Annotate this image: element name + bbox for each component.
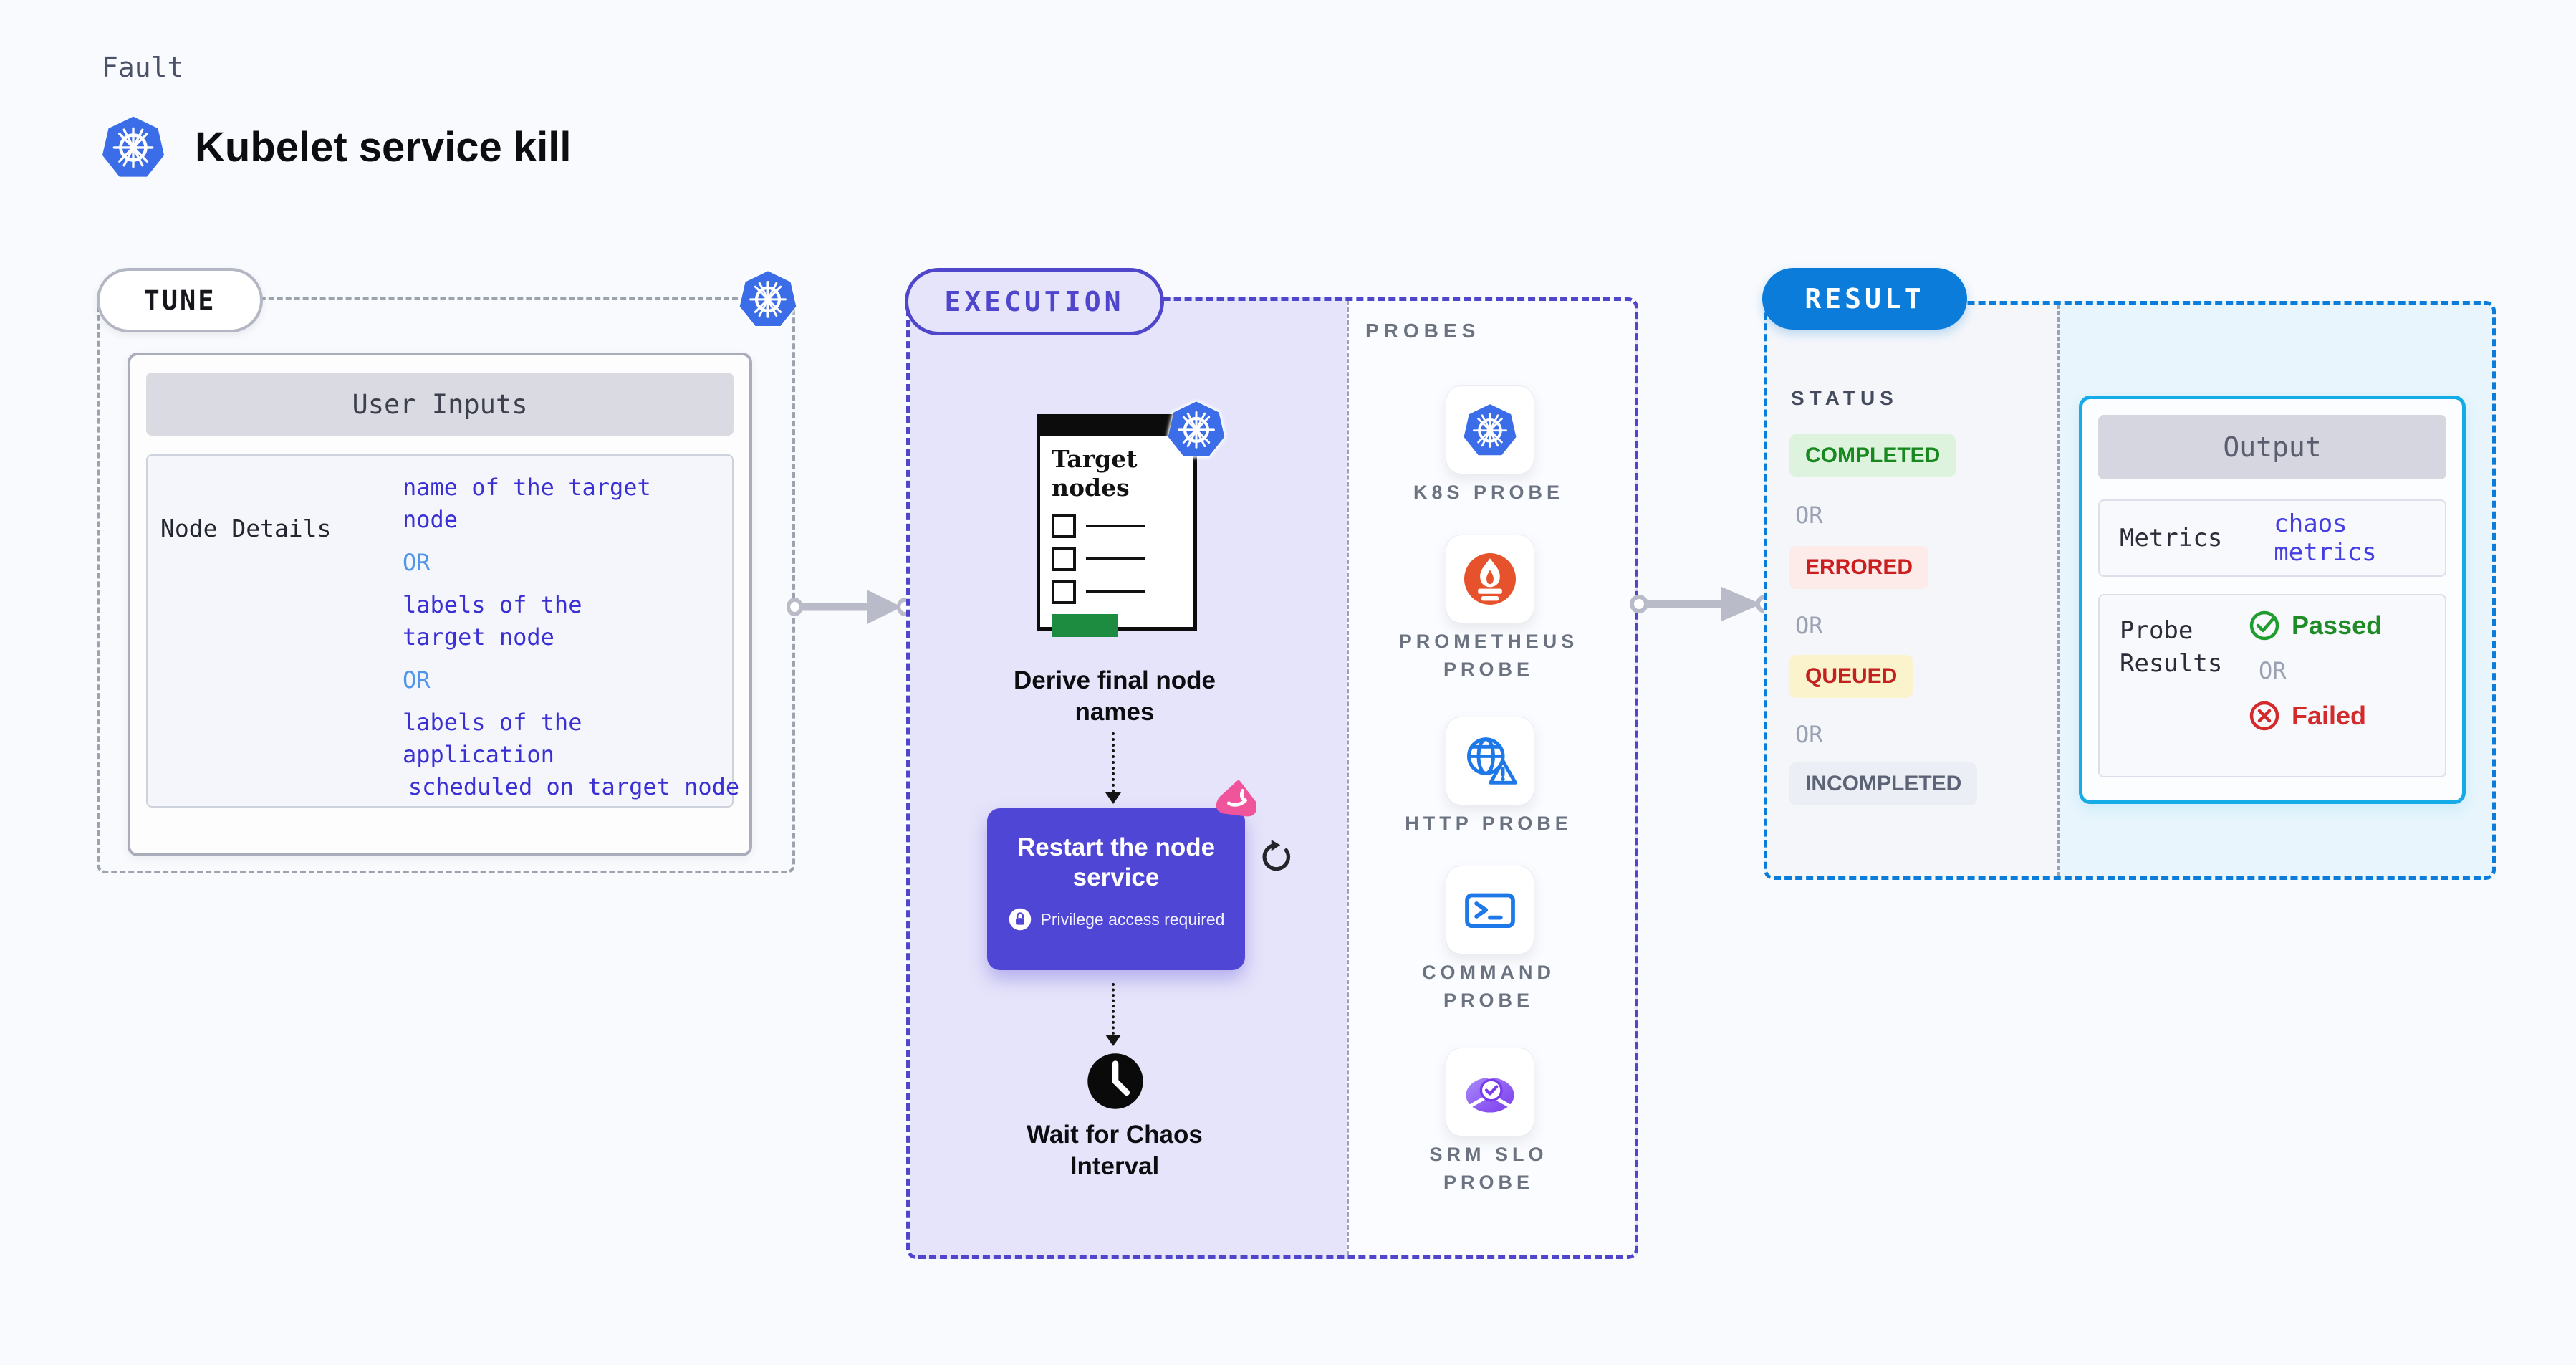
dotted-connector (1105, 983, 1121, 1046)
value-line: target node (403, 623, 554, 651)
probe-results-label: Probe Results (2120, 616, 2223, 678)
node-list-item (1052, 547, 1193, 571)
status-heading: STATUS (1791, 387, 1898, 409)
probe-card-prometheus (1446, 535, 1534, 623)
failed-row: Failed (2249, 700, 2382, 732)
flow-arrow (1630, 579, 1773, 629)
status-badge-queued: QUEUED (1789, 655, 1913, 698)
line-placeholder (1086, 525, 1145, 527)
wait-interval-label: Wait for Chaos Interval (1027, 1121, 1203, 1180)
node-list-item (1052, 514, 1193, 538)
failed-label: Failed (2292, 701, 2367, 730)
http-probe-icon (1461, 732, 1519, 790)
srm-slo-probe-icon (1460, 1062, 1520, 1122)
metrics-value: chaos metrics (2274, 509, 2377, 567)
status-badge-completed: COMPLETED (1789, 434, 1956, 477)
litmus-chaos-icon (1215, 780, 1256, 821)
checkbox-icon (1052, 580, 1076, 604)
prometheus-icon (1461, 550, 1519, 608)
output-header: Output (2098, 415, 2446, 479)
probe-card-http (1446, 717, 1534, 805)
kubernetes-icon (1166, 398, 1226, 460)
cross-circle-icon (2249, 700, 2280, 732)
or-separator: OR (403, 549, 431, 576)
restart-service-card: Restart the node service Privilege acces… (987, 808, 1245, 970)
line-placeholder (1086, 557, 1145, 560)
dotted-connector (1105, 732, 1121, 804)
value-line: labels of the (403, 591, 582, 618)
target-nodes-title: Target nodes (1052, 445, 1138, 502)
tune-pill: TUNE (97, 268, 263, 332)
value-line: scheduled on target node (408, 773, 740, 800)
probe-results-row: Probe Results Passed OR Failed (2098, 594, 2446, 777)
result-divider (2057, 305, 2060, 876)
probe-card-srm-slo (1446, 1048, 1534, 1136)
user-inputs-body: Node Details name of the target node OR … (146, 454, 739, 808)
probe-label: PROMETHEUS PROBE (1398, 631, 1579, 680)
or-separator: OR (1795, 721, 1823, 748)
probe-label: SRM SLO PROBE (1429, 1144, 1548, 1193)
node-list-item (1052, 580, 1193, 604)
passed-row: Passed (2249, 610, 2382, 641)
card-titlebar (1040, 418, 1193, 436)
derive-nodes-label: Derive final node names (1013, 666, 1216, 726)
target-nodes-card: Target nodes (1037, 414, 1197, 637)
passed-label: Passed (2292, 610, 2383, 640)
probe-card-command (1446, 866, 1534, 954)
node-details-label: Node Details (160, 514, 332, 542)
probe-label: HTTP PROBE (1405, 813, 1572, 834)
or-separator: OR (2259, 657, 2287, 684)
page-title: Kubelet service kill (195, 124, 572, 171)
probe-label: COMMAND PROBE (1422, 962, 1555, 1011)
kubernetes-icon (738, 268, 798, 330)
probes-heading: PROBES (1365, 320, 1481, 342)
privilege-label: Privilege access required (1040, 909, 1225, 929)
clock-icon (1085, 1050, 1146, 1112)
probes-divider (1347, 301, 1349, 1255)
or-separator: OR (1795, 612, 1823, 639)
checkbox-icon (1052, 514, 1076, 538)
kubernetes-icon (1462, 401, 1518, 459)
kubernetes-icon (100, 113, 166, 181)
line-placeholder (1086, 590, 1145, 593)
value-line: labels of the application (403, 709, 582, 768)
user-inputs-card: User Inputs Node Details name of the tar… (128, 353, 752, 856)
checkbox-icon (1052, 547, 1076, 571)
metrics-label: Metrics (2120, 524, 2223, 552)
metrics-row: Metrics chaos metrics (2098, 499, 2446, 577)
command-probe-icon (1461, 881, 1519, 939)
or-separator: OR (403, 666, 431, 694)
retry-loop-icon (1258, 838, 1295, 876)
check-circle-icon (2249, 610, 2280, 641)
or-separator: OR (1795, 502, 1823, 529)
progress-bar (1052, 614, 1118, 637)
task-title: Restart the node service (1017, 833, 1216, 891)
status-badge-errored: ERRORED (1789, 546, 1929, 589)
execution-pill: EXECUTION (905, 268, 1164, 335)
probe-card-k8s (1446, 385, 1534, 474)
value-line: name of the target (403, 474, 651, 501)
output-card: Output Metrics chaos metrics Probe Resul… (2079, 396, 2466, 804)
node-details-values: name of the target node OR labels of the… (403, 471, 745, 803)
status-badge-incompleted: INCOMPLETED (1789, 762, 1978, 805)
user-inputs-header: User Inputs (146, 373, 734, 436)
privilege-badge: Privilege access required (1008, 907, 1225, 931)
result-pill: RESULT (1762, 268, 1967, 330)
lock-icon (1008, 907, 1032, 931)
value-line: node (403, 506, 458, 533)
flow-arrow (787, 582, 912, 632)
fault-eyebrow: Fault (102, 52, 184, 83)
probe-label: K8S PROBE (1413, 482, 1565, 503)
